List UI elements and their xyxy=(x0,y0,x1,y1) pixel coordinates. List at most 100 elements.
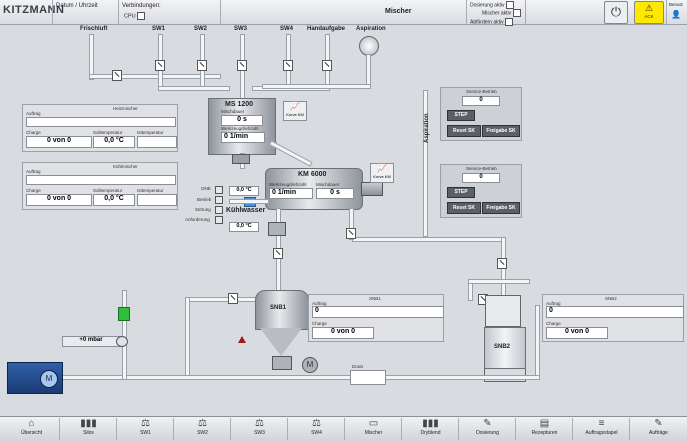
kurve-km-label: Kurve KM xyxy=(286,112,304,117)
valve-frischluft[interactable] xyxy=(112,70,122,81)
kurve-km-button[interactable]: 📈 Kurve KM xyxy=(283,101,307,121)
recipe-icon: ▤ xyxy=(539,418,550,429)
ms1200-mixer[interactable]: MS 1200 Mischdauer 0 s Werkzeugdrehzahl … xyxy=(208,98,276,155)
scale-icon: ⚖ xyxy=(312,418,321,429)
pipe-frischluft xyxy=(89,34,94,80)
nav-sw2[interactable]: ⚖ SW2 xyxy=(175,418,231,440)
nav-sw2-label: SW2 xyxy=(197,430,208,436)
service1-value[interactable]: 0 xyxy=(462,96,500,106)
kurve-km2-label: Kurve KM xyxy=(373,174,391,179)
valve-sw1[interactable] xyxy=(155,60,165,71)
valve-sw2[interactable] xyxy=(197,60,207,71)
nav-rezepturen[interactable]: ▤ Rezepturen xyxy=(517,418,573,440)
snb2-silo[interactable]: SNB2 xyxy=(484,327,526,369)
nav-mischer[interactable]: ▭ Mischer xyxy=(346,418,402,440)
label-sw2: SW2 xyxy=(194,26,208,32)
power-icon: ⏻ xyxy=(610,4,622,19)
dryblend-icon: ▮▮▮ xyxy=(422,418,439,429)
pipe-kuehlwasser xyxy=(229,199,269,204)
valve-km-aspiration[interactable] xyxy=(346,228,356,239)
pipe-green-vertical xyxy=(122,290,127,380)
valve-sw3[interactable] xyxy=(237,60,247,71)
snb2-panel-title: SNB2 xyxy=(605,296,617,301)
snb1-charge-field: 0 von 0 xyxy=(312,327,374,339)
valve-handaufgabe[interactable] xyxy=(322,60,332,71)
kuehlmischer-panel: Kühlmischer Auftrag Charge Solltemperatu… xyxy=(22,162,178,210)
power-button[interactable]: ⏻ xyxy=(604,1,628,24)
valve-km-down[interactable] xyxy=(273,248,283,259)
heizmischer-auftrag-label: Auftrag xyxy=(26,111,41,116)
page-title: Mischer xyxy=(385,8,412,15)
snb2-filter xyxy=(485,295,521,327)
pipe-collector-left xyxy=(158,86,230,91)
service-panel-2: Service-Betrieb 0 STEP Reset SK Freigabe… xyxy=(440,164,522,218)
snb2-frame xyxy=(484,367,526,382)
service-panel-1: Service-Betrieb 0 STEP Reset SK Freigabe… xyxy=(440,87,522,141)
nav-silos[interactable]: ▮▮▮ Silos xyxy=(61,418,117,440)
nav-sw4[interactable]: ⚖ SW4 xyxy=(289,418,345,440)
chart-icon: 📈 xyxy=(290,102,300,111)
home-icon: ⌂ xyxy=(28,418,35,429)
ack-label: ACK xyxy=(644,14,654,19)
km6000-mixer[interactable]: KM 6000 Werkzeugdrehzahl Mischdauer 0 1/… xyxy=(265,168,363,210)
service2-step-button[interactable]: STEP xyxy=(447,187,475,198)
nav-sw3[interactable]: ⚖ SW3 xyxy=(232,418,288,440)
pipe-km-aspiration xyxy=(349,208,354,240)
kuehlmischer-soll-label: Solltemperatur xyxy=(93,188,123,193)
anforderung-indicator xyxy=(215,216,223,224)
blower-motor[interactable]: M xyxy=(7,362,63,394)
snb1-auftrag-label: Auftrag xyxy=(312,301,327,306)
cpu-label: CPU xyxy=(124,13,136,20)
mixer-icon: ▭ xyxy=(368,418,379,429)
nav-rezepturen-label: Rezepturen xyxy=(531,430,558,436)
service1-title: Service-Betrieb xyxy=(466,89,497,94)
service2-freigabe-button[interactable]: Freigabe SK xyxy=(482,202,520,214)
kuehlmischer-ist-label: Isttemperatur xyxy=(137,188,164,193)
pipe-snb2-top xyxy=(468,279,530,284)
scale-icon: ⚖ xyxy=(141,418,150,429)
kuehlmischer-ist-field xyxy=(137,194,177,206)
user-icon[interactable]: 👤 xyxy=(671,10,681,19)
snb1-panel-title: SNB1 xyxy=(369,296,381,301)
pipe-left-vertical xyxy=(185,297,190,379)
service2-reset-button[interactable]: Reset SK xyxy=(447,202,481,214)
pipe-aspiration-vert xyxy=(423,90,428,237)
kuehlmischer-title: Kühlmischer xyxy=(113,164,138,169)
scale-icon: ⚖ xyxy=(198,418,207,429)
ms1200-werkzeug-label: Werkzeugdrehzahl xyxy=(221,126,259,131)
warning-icon: ⚠ xyxy=(644,3,654,13)
nav-uebersicht[interactable]: ⌂ Übersicht xyxy=(4,418,60,440)
kurve-km2-button[interactable]: 📈 Kurve KM xyxy=(370,163,394,183)
mbar-field: +0 mbar xyxy=(62,336,120,347)
km-discharge-valve[interactable] xyxy=(268,222,286,236)
dosing-icon: ✎ xyxy=(483,418,492,429)
nav-dryblend-label: Dryblend xyxy=(420,430,441,436)
service2-value[interactable]: 0 xyxy=(462,173,500,183)
valve-aspiration-right[interactable] xyxy=(497,258,507,269)
green-valve-icon[interactable] xyxy=(118,307,130,321)
status-list: Dosierung aktiv Mischer aktiv Abfördern … xyxy=(470,1,521,26)
datum-label: Datum / Uhrzeit xyxy=(56,3,98,9)
nav-sw1[interactable]: ⚖ SW1 xyxy=(118,418,174,440)
nav-auftraege[interactable]: ✎ Aufträge xyxy=(631,418,686,440)
snb1-auftrag-field: 0 xyxy=(312,306,444,318)
label-sw3: SW3 xyxy=(234,26,248,32)
nav-mischer-label: Mischer xyxy=(364,430,383,436)
nav-dosierung[interactable]: ✎ Dosierung xyxy=(460,418,516,440)
nav-dosierung-label: Dosierung xyxy=(476,430,499,436)
snb1-silo[interactable]: SNB1 xyxy=(255,290,309,330)
label-betrieb: Betrieb xyxy=(197,197,212,202)
service1-step-button[interactable]: STEP xyxy=(447,110,475,121)
snb2-label: SNB2 xyxy=(494,344,511,350)
valve-snb1-top[interactable] xyxy=(228,293,238,304)
nav-auftragsstapel-label: Auftragsstapel xyxy=(585,430,618,436)
service1-freigabe-button[interactable]: Freigabe SK xyxy=(482,125,520,137)
ack-button[interactable]: ⚠ ACK xyxy=(634,1,664,24)
km6000-werkzeug-label: Werkzeugdrehzahl xyxy=(269,182,307,187)
nav-auftragsstapel[interactable]: ≡ Auftragsstapel xyxy=(574,418,630,440)
valve-sw4[interactable] xyxy=(283,60,293,71)
service1-reset-button[interactable]: Reset SK xyxy=(447,125,481,137)
nav-dryblend[interactable]: ▮▮▮ Dryblend xyxy=(403,418,459,440)
temp-field-2: 0,0 °C xyxy=(229,222,259,232)
heizmischer-charge-label: Charge xyxy=(26,130,41,135)
